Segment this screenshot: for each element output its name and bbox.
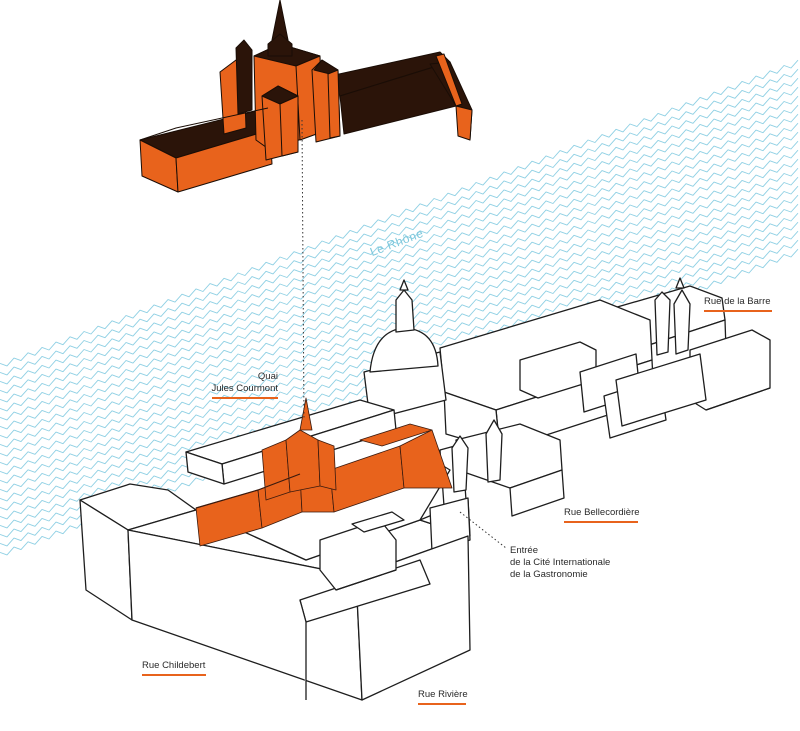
label-entree-line3: de la Gastronomie bbox=[510, 569, 588, 580]
entrance-leader-line bbox=[459, 511, 507, 549]
tower-right bbox=[654, 291, 671, 356]
label-entree-cite-gastronomie: Entrée de la Cité Internationale de la G… bbox=[510, 545, 610, 581]
river-wave-line bbox=[0, 113, 799, 421]
highlighted-building-exploded bbox=[139, 0, 473, 193]
city-block-outline bbox=[79, 277, 771, 701]
label-rue-bellecordiere-text: Rue Bellecordière bbox=[564, 507, 640, 518]
underline bbox=[142, 674, 206, 676]
underline bbox=[212, 397, 278, 399]
river-wave-line bbox=[0, 68, 799, 376]
label-entree-line1: Entrée bbox=[510, 545, 538, 556]
river-wave-line bbox=[0, 95, 799, 403]
label-rue-bellecordiere: Rue Bellecordière bbox=[564, 507, 640, 523]
label-rue-childebert-text: Rue Childebert bbox=[142, 660, 206, 671]
label-quai-line1: Quai bbox=[257, 371, 278, 382]
underline bbox=[704, 310, 772, 312]
river-wave-line bbox=[0, 122, 799, 430]
river-wave-line bbox=[0, 86, 799, 394]
river-wave-line bbox=[0, 59, 799, 367]
river-wave-line bbox=[0, 104, 799, 412]
highlighted-building-in-situ bbox=[195, 397, 453, 547]
river-wave-line bbox=[0, 131, 799, 439]
label-entree-line2: de la Cité Internationale bbox=[510, 557, 611, 568]
label-quai-jules-courmont: Quai Jules Courmont bbox=[208, 371, 278, 399]
underline bbox=[564, 521, 638, 523]
label-rue-childebert: Rue Childebert bbox=[142, 660, 206, 676]
label-rue-riviere-text: Rue Rivière bbox=[418, 689, 468, 700]
label-quai-line2: Jules Courmont bbox=[211, 383, 278, 394]
dome bbox=[369, 327, 439, 373]
river-wave-line bbox=[0, 77, 799, 385]
tower-entrance bbox=[485, 419, 503, 483]
underline bbox=[418, 703, 466, 705]
label-rue-de-la-barre-text: Rue de la Barre bbox=[704, 296, 771, 307]
label-rue-riviere: Rue Rivière bbox=[418, 689, 468, 705]
label-rue-de-la-barre: Rue de la Barre bbox=[704, 296, 772, 312]
